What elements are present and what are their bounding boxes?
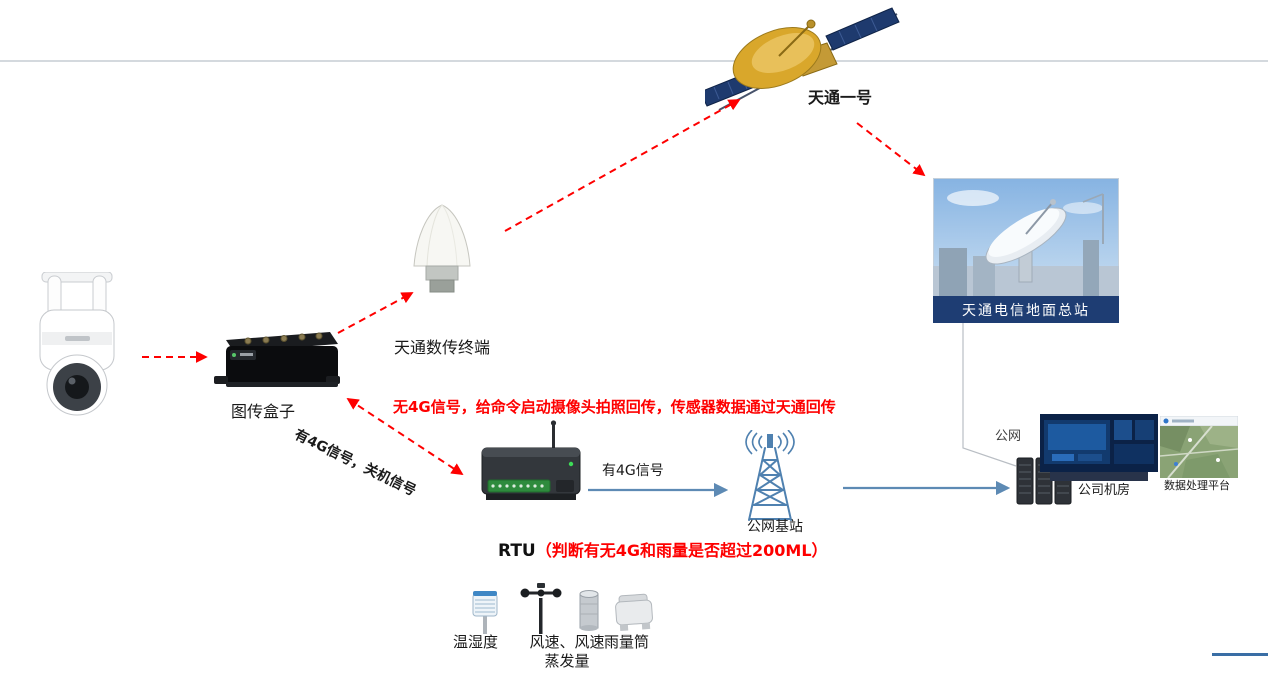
rain-gauge-icon: [615, 593, 653, 632]
rtu-icon: [481, 420, 581, 500]
wind-sensor-label-line1: 风速、风速: [529, 633, 605, 651]
data-platform-illustration: [1159, 415, 1239, 479]
data-platform-label: 数据处理平台: [1164, 479, 1230, 492]
ground-station-caption: 天通电信地面总站: [933, 296, 1119, 323]
cylinder-sensor-icon: [579, 590, 599, 631]
ground-station-photo: 天通电信地面总站: [933, 178, 1119, 323]
satellite-illustration: [699, 2, 905, 120]
wind-sensor-icon: [520, 583, 562, 634]
dome-antenna-icon: [413, 204, 471, 293]
rain-gauge-label: 雨量筒: [604, 633, 650, 651]
satellite-icon: [699, 7, 900, 111]
satellite-label: 天通一号: [808, 88, 873, 107]
map-platform-icon: [1159, 415, 1239, 479]
has-4g-shutdown-label: 有4G信号，关机信号: [291, 426, 419, 500]
rtu-label: RTU（判断有无4G和雨量是否超过200ML）: [498, 537, 828, 561]
wind-sensor-label: 风速、风速 蒸发量: [512, 633, 622, 671]
image-box-icon: [214, 332, 340, 387]
arrow-terminal-to-satellite: [504, 99, 741, 232]
satcom-terminal-illustration: [406, 202, 478, 302]
image-box-label: 图传盒子: [231, 402, 296, 421]
arrow-imagebox-to-terminal: [337, 292, 414, 334]
big-screen-icon: [1040, 414, 1158, 481]
camera-illustration: [28, 271, 128, 422]
rain-gauge-illustration: [610, 592, 658, 632]
control-room-screen-illustration: [1040, 414, 1158, 482]
server-room-label: 公司机房: [1078, 483, 1131, 498]
rtu-illustration: [476, 420, 586, 515]
wind-sensor-label-line2: 蒸发量: [544, 651, 590, 670]
image-box-illustration: [212, 324, 342, 399]
temp-humidity-sensor-label: 温湿度: [453, 633, 499, 651]
temp-humidity-sensor-illustration: [466, 586, 504, 634]
ground-station-dish-icon: [933, 190, 1119, 296]
temp-humidity-sensor-icon: [472, 591, 498, 634]
terminal-label: 天通数传终端: [394, 338, 491, 357]
rtu-label-prefix: RTU: [498, 541, 536, 561]
base-station-illustration: [738, 429, 802, 522]
bottom-accent-line: [1212, 653, 1268, 656]
camera-icon: [39, 271, 115, 416]
cylinder-sensor-illustration: [576, 588, 602, 632]
base-station-label: 公网基站: [747, 519, 803, 535]
wind-sensor-illustration: [520, 582, 562, 634]
rtu-label-condition: （判断有无4G和雨量是否超过200ML）: [535, 541, 828, 560]
has-4g-label: 有4G信号: [602, 463, 664, 479]
public-network-label: 公网: [995, 429, 1022, 444]
top-divider-line: [0, 60, 1268, 62]
cell-tower-icon: [745, 429, 795, 521]
arrow-satellite-to-groundstation: [856, 122, 926, 177]
no-4g-note: 无4G信号，给命令启动摄像头拍照回传，传感器数据通过天通回传: [393, 398, 836, 416]
